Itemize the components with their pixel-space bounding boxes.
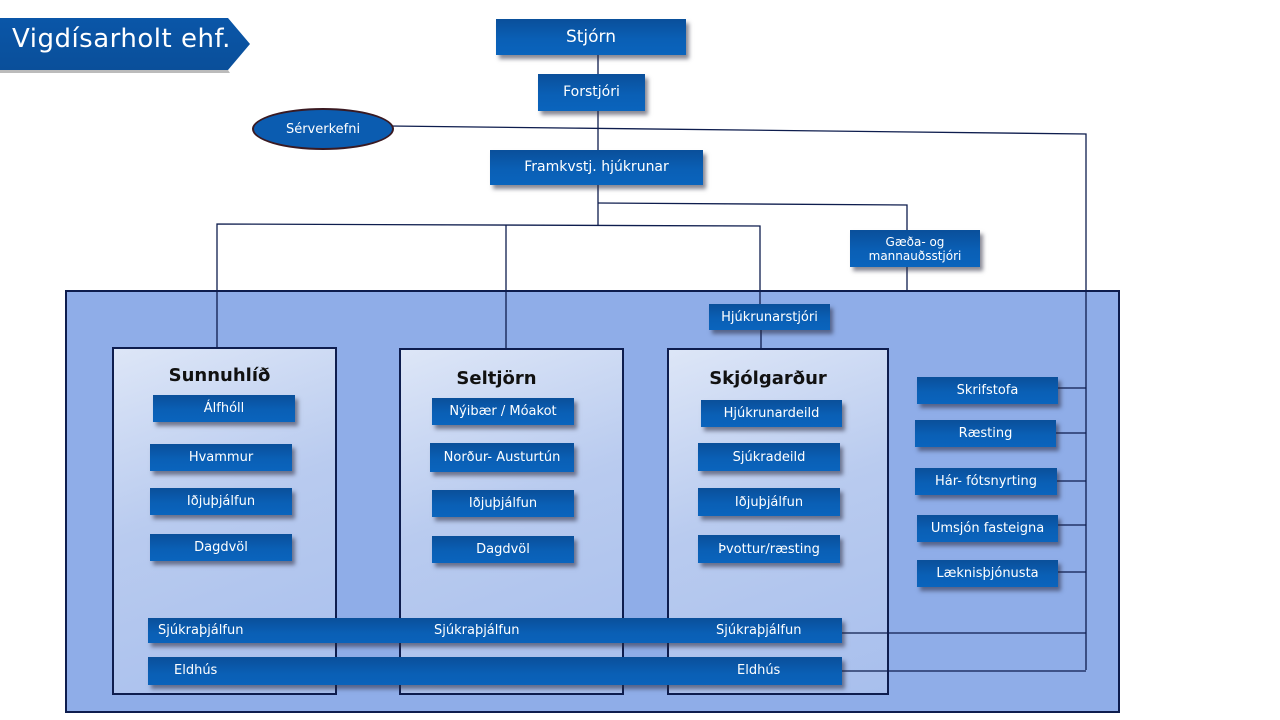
banner-arrow-shape [0, 18, 250, 73]
unit-box[interactable]: Álfhóll [153, 395, 295, 422]
kitchen-label-left: Eldhús [174, 663, 218, 678]
unit-box[interactable]: Dagdvöl [432, 536, 574, 563]
company-name: Vigdísarholt ehf. [12, 24, 231, 54]
service-box[interactable]: Læknisþjónusta [917, 560, 1058, 587]
site-title: Skjólgarður [709, 368, 827, 389]
quality-hr-box[interactable]: Gæða- og mannauðsstjóri [850, 230, 980, 267]
unit-box[interactable]: Nýibær / Móakot [432, 398, 574, 425]
unit-box[interactable]: Iðjuþjálfun [432, 490, 574, 517]
service-box[interactable]: Hár- fótsnyrting [915, 468, 1057, 495]
unit-box[interactable]: Iðjuþjálfun [698, 488, 840, 516]
unit-box[interactable]: Hjúkrunardeild [701, 400, 842, 427]
service-box[interactable]: Ræsting [915, 420, 1056, 447]
unit-box[interactable]: Þvottur/ræsting [698, 535, 840, 563]
unit-box[interactable]: Hvammur [150, 444, 292, 471]
physiotherapy-bar[interactable]: Sjúkraþjálfun Sjúkraþjálfun Sjúkraþjálfu… [148, 618, 842, 643]
head-nurse-box[interactable]: Hjúkrunarstjóri [709, 304, 830, 330]
service-box[interactable]: Umsjón fasteigna [917, 515, 1058, 542]
site-title: Sunnuhlíð [168, 365, 271, 386]
ceo-box[interactable]: Forstjóri [538, 74, 645, 111]
company-title-banner: Vigdísarholt ehf. [0, 18, 250, 73]
unit-box[interactable]: Sjúkradeild [698, 443, 840, 471]
kitchen-label-right: Eldhús [737, 663, 781, 678]
board-box[interactable]: Stjórn [496, 19, 686, 55]
physio-label-sunnuhlid: Sjúkraþjálfun [158, 623, 244, 638]
site-title: Seltjörn [456, 368, 537, 389]
physio-label-skjolgardur: Sjúkraþjálfun [716, 623, 802, 638]
service-box[interactable]: Skrifstofa [917, 377, 1058, 404]
physio-label-seltjorn: Sjúkraþjálfun [434, 623, 520, 638]
special-projects-ellipse[interactable]: Sérverkefni [252, 108, 394, 150]
nursing-director-box[interactable]: Framkvstj. hjúkrunar [490, 150, 703, 185]
kitchen-bar[interactable]: Eldhús Eldhús [148, 657, 842, 685]
unit-box[interactable]: Norður- Austurtún [430, 443, 574, 472]
unit-box[interactable]: Iðjuþjálfun [150, 488, 292, 515]
unit-box[interactable]: Dagdvöl [150, 534, 292, 561]
